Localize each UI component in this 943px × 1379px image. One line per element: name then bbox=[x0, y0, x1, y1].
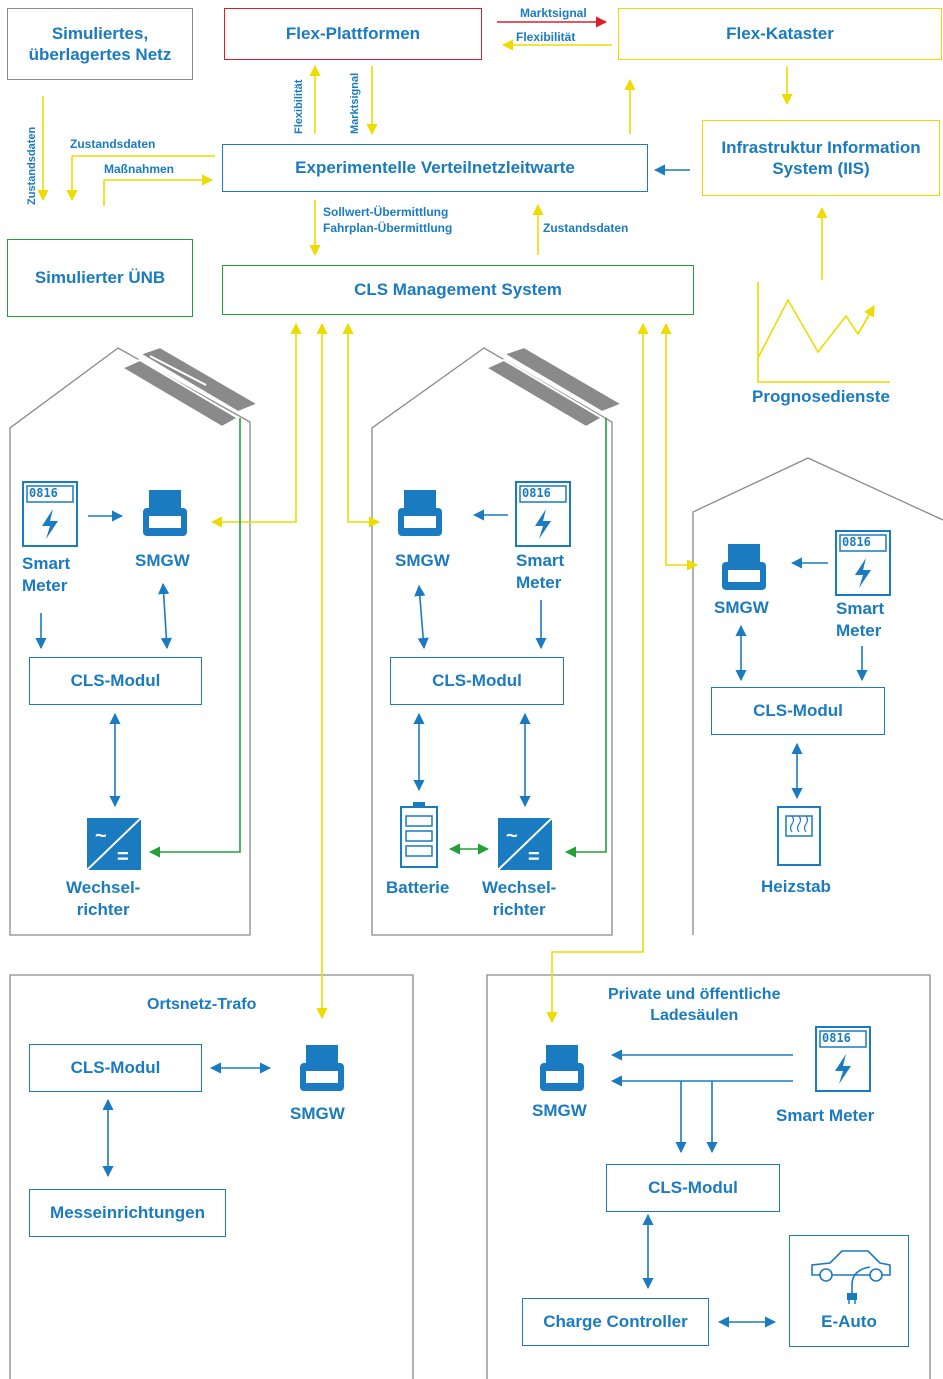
svg-text:=: = bbox=[528, 846, 540, 868]
cls-module-box: CLS-Modul bbox=[606, 1164, 780, 1212]
iis-box: Infrastruktur Information System (IIS) bbox=[702, 120, 940, 196]
cls-module-box: CLS-Modul bbox=[390, 657, 564, 705]
battery-icon bbox=[400, 802, 438, 868]
cls-module-label: CLS-Modul bbox=[70, 1058, 161, 1078]
smgw-label: SMGW bbox=[714, 598, 769, 617]
solar-panel-house-2 bbox=[483, 345, 625, 429]
simulated-grid-box: Simuliertes, überlagertes Netz bbox=[7, 8, 193, 80]
cls-module-label: CLS-Modul bbox=[753, 701, 843, 721]
smart-meter-label: Smart Meter bbox=[836, 599, 885, 641]
simulated-tso-label: Simulierter ÜNB bbox=[34, 268, 166, 288]
smart-meter-icon bbox=[815, 1026, 871, 1092]
svg-text:~: ~ bbox=[95, 825, 107, 847]
label-sollwert: Sollwert-Übermittlung bbox=[323, 205, 449, 219]
charge-controller-box: Charge Controller bbox=[522, 1298, 709, 1346]
smgw-icon bbox=[540, 1045, 584, 1091]
inverter-label: Wechsel- richter bbox=[482, 878, 557, 920]
inverter-label: Wechsel- richter bbox=[66, 878, 141, 920]
smgw-icon bbox=[300, 1045, 344, 1091]
meter-digits: 0816 bbox=[822, 1031, 851, 1045]
smgw-label: SMGW bbox=[395, 551, 450, 570]
meter-digits: 0816 bbox=[29, 486, 58, 500]
label-flexibilitaet-top: Flexibilität bbox=[516, 30, 576, 44]
cls-module-label: CLS-Modul bbox=[70, 671, 161, 691]
cls-management-box: CLS Management System bbox=[222, 265, 694, 315]
smgw-icon bbox=[143, 490, 187, 536]
metering-box: Messeinrichtungen bbox=[29, 1189, 226, 1237]
battery-label: Batterie bbox=[386, 878, 450, 897]
trafo-title: Ortsnetz-Trafo bbox=[147, 996, 257, 1013]
smart-meter-label: Smart Meter bbox=[22, 554, 71, 596]
smgw-icon bbox=[398, 490, 442, 536]
smgw-label: SMGW bbox=[135, 551, 190, 570]
e-auto-box: E-Auto bbox=[789, 1235, 909, 1347]
inverter-icon: ~ = bbox=[498, 818, 552, 870]
cls-module-box: CLS-Modul bbox=[711, 687, 885, 735]
iis-label: Infrastruktur Information System (IIS) bbox=[721, 137, 921, 178]
label-flexibilitaet-vertical: Flexibilität bbox=[293, 79, 305, 134]
e-auto-label: E-Auto bbox=[821, 1311, 877, 1331]
control-center-box: Experimentelle Verteilnetzleitwarte bbox=[222, 144, 648, 192]
cls-module-label: CLS-Modul bbox=[648, 1178, 738, 1198]
svg-text:=: = bbox=[117, 846, 129, 868]
heater-label: Heizstab bbox=[761, 877, 831, 896]
inverter-icon: ~ = bbox=[87, 818, 141, 870]
simulated-tso-box: Simulierter ÜNB bbox=[7, 239, 193, 317]
simulated-grid-label: Simuliertes, überlagertes Netz bbox=[28, 23, 172, 64]
flex-platforms-label: Flex-Plattformen bbox=[285, 24, 421, 44]
flex-platforms-box: Flex-Plattformen bbox=[224, 8, 482, 60]
label-marktsignal-vertical: Marktsignal bbox=[349, 72, 361, 134]
control-center-label: Experimentelle Verteilnetzleitwarte bbox=[295, 158, 575, 178]
forecast-chart-icon bbox=[757, 282, 890, 383]
electric-car-icon bbox=[811, 1250, 891, 1304]
smgw-icon bbox=[722, 544, 766, 590]
cls-module-box: CLS-Modul bbox=[29, 657, 202, 705]
cls-module-label: CLS-Modul bbox=[432, 671, 522, 691]
smgw-label: SMGW bbox=[290, 1104, 345, 1123]
meter-digits: 0816 bbox=[842, 535, 871, 549]
charge-controller-label: Charge Controller bbox=[543, 1312, 688, 1332]
label-marktsignal-top: Marktsignal bbox=[520, 6, 587, 20]
cls-management-label: CLS Management System bbox=[354, 280, 562, 300]
smart-meter-label: Smart Meter bbox=[776, 1106, 875, 1125]
label-fahrplan: Fahrplan-Übermittlung bbox=[323, 221, 453, 235]
smart-meter-icon bbox=[22, 481, 78, 547]
smgw-label: SMGW bbox=[532, 1101, 587, 1120]
label-massnahmen: Maßnahmen bbox=[104, 162, 175, 176]
label-zustandsdaten-cls: Zustandsdaten bbox=[543, 221, 629, 235]
svg-text:~: ~ bbox=[506, 825, 518, 847]
flex-cadastre-box: Flex-Kataster bbox=[618, 8, 942, 60]
flex-cadastre-label: Flex-Kataster bbox=[726, 24, 834, 44]
meter-digits: 0816 bbox=[522, 486, 551, 500]
smart-meter-icon bbox=[515, 481, 571, 547]
cls-module-box: CLS-Modul bbox=[29, 1044, 202, 1092]
smart-meter-label: Smart Meter bbox=[516, 551, 565, 593]
heater-icon bbox=[777, 806, 821, 866]
forecast-services-label: Prognosedienste bbox=[752, 387, 890, 406]
smart-meter-icon bbox=[835, 530, 891, 596]
label-zustandsdaten-left: Zustandsdaten bbox=[70, 137, 156, 151]
metering-label: Messeinrichtungen bbox=[50, 1203, 205, 1223]
label-zustandsdaten-vertical: Zustandsdaten bbox=[26, 126, 38, 205]
charging-title: Private und öffentliche Ladesäulen bbox=[608, 986, 781, 1024]
